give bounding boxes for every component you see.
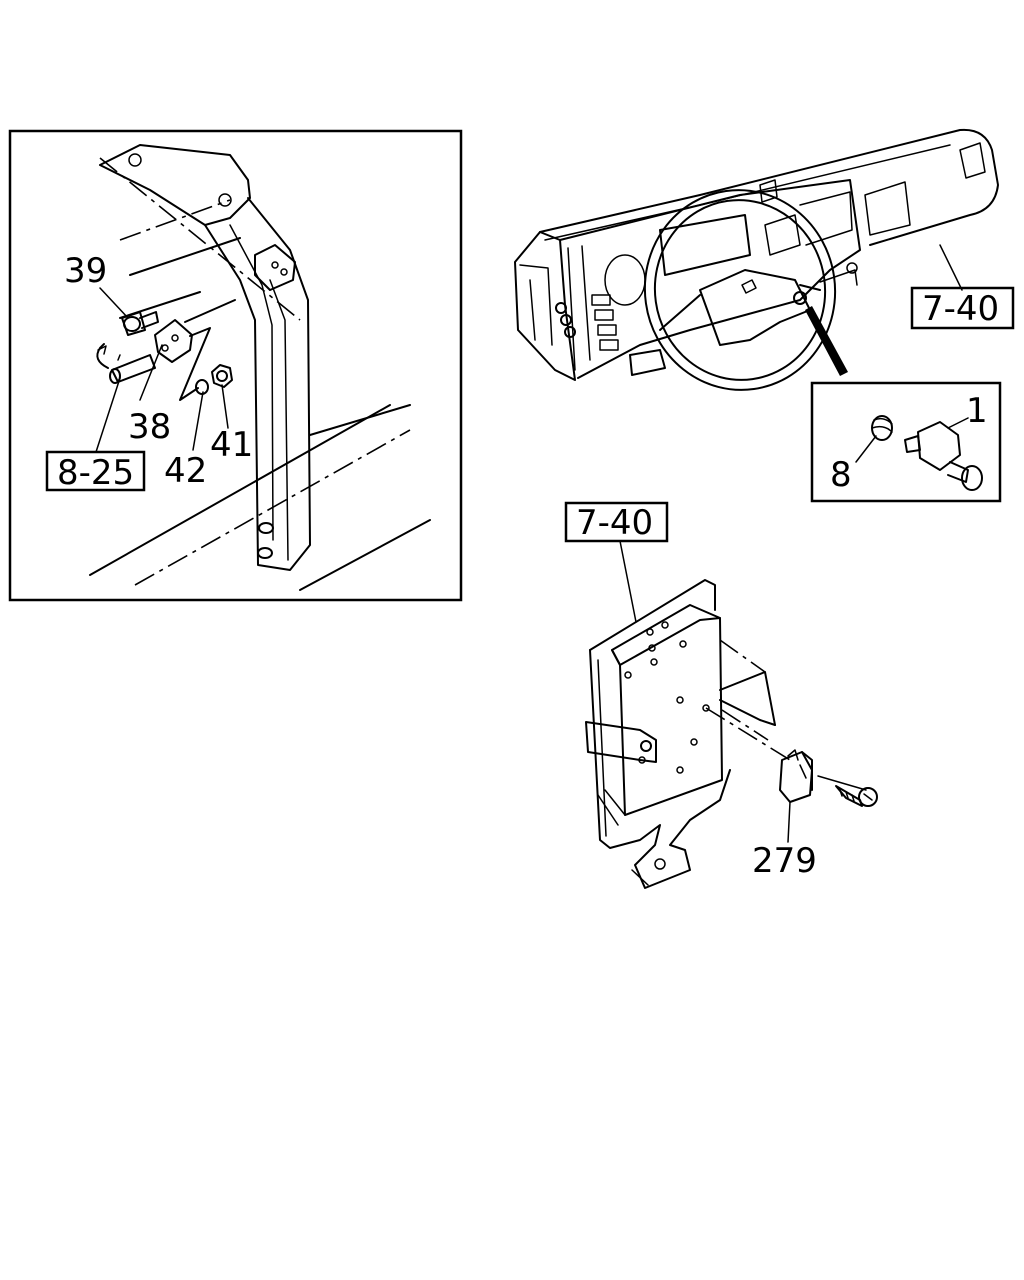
reference-7-40-bracket: 7-40 <box>576 503 653 543</box>
inset-border <box>8 129 463 602</box>
reference-box-7-40-bracket <box>564 501 669 543</box>
dashboard-illustration: 7-40 <box>514 128 1015 391</box>
callout-41: 41 <box>210 425 253 465</box>
reference-8-25: 8-25 <box>57 453 134 493</box>
switch-inset-border <box>810 381 1002 503</box>
reference-box-7-40-dashboard <box>910 286 1015 330</box>
controller-bracket-illustration: 7-40 <box>564 501 878 889</box>
callout-38: 38 <box>128 407 171 447</box>
reference-7-40-dashboard: 7-40 <box>922 289 999 329</box>
callout-8: 8 <box>830 455 852 495</box>
callout-1: 1 <box>966 391 988 431</box>
callout-279: 279 <box>752 841 817 881</box>
switch-inset: 1 8 <box>810 381 1002 503</box>
frame-pillar-inset: 39 38 42 41 8-25 <box>8 129 463 602</box>
callout-39: 39 <box>64 251 107 291</box>
callout-42: 42 <box>164 451 207 491</box>
reference-box-8-25 <box>45 450 146 492</box>
